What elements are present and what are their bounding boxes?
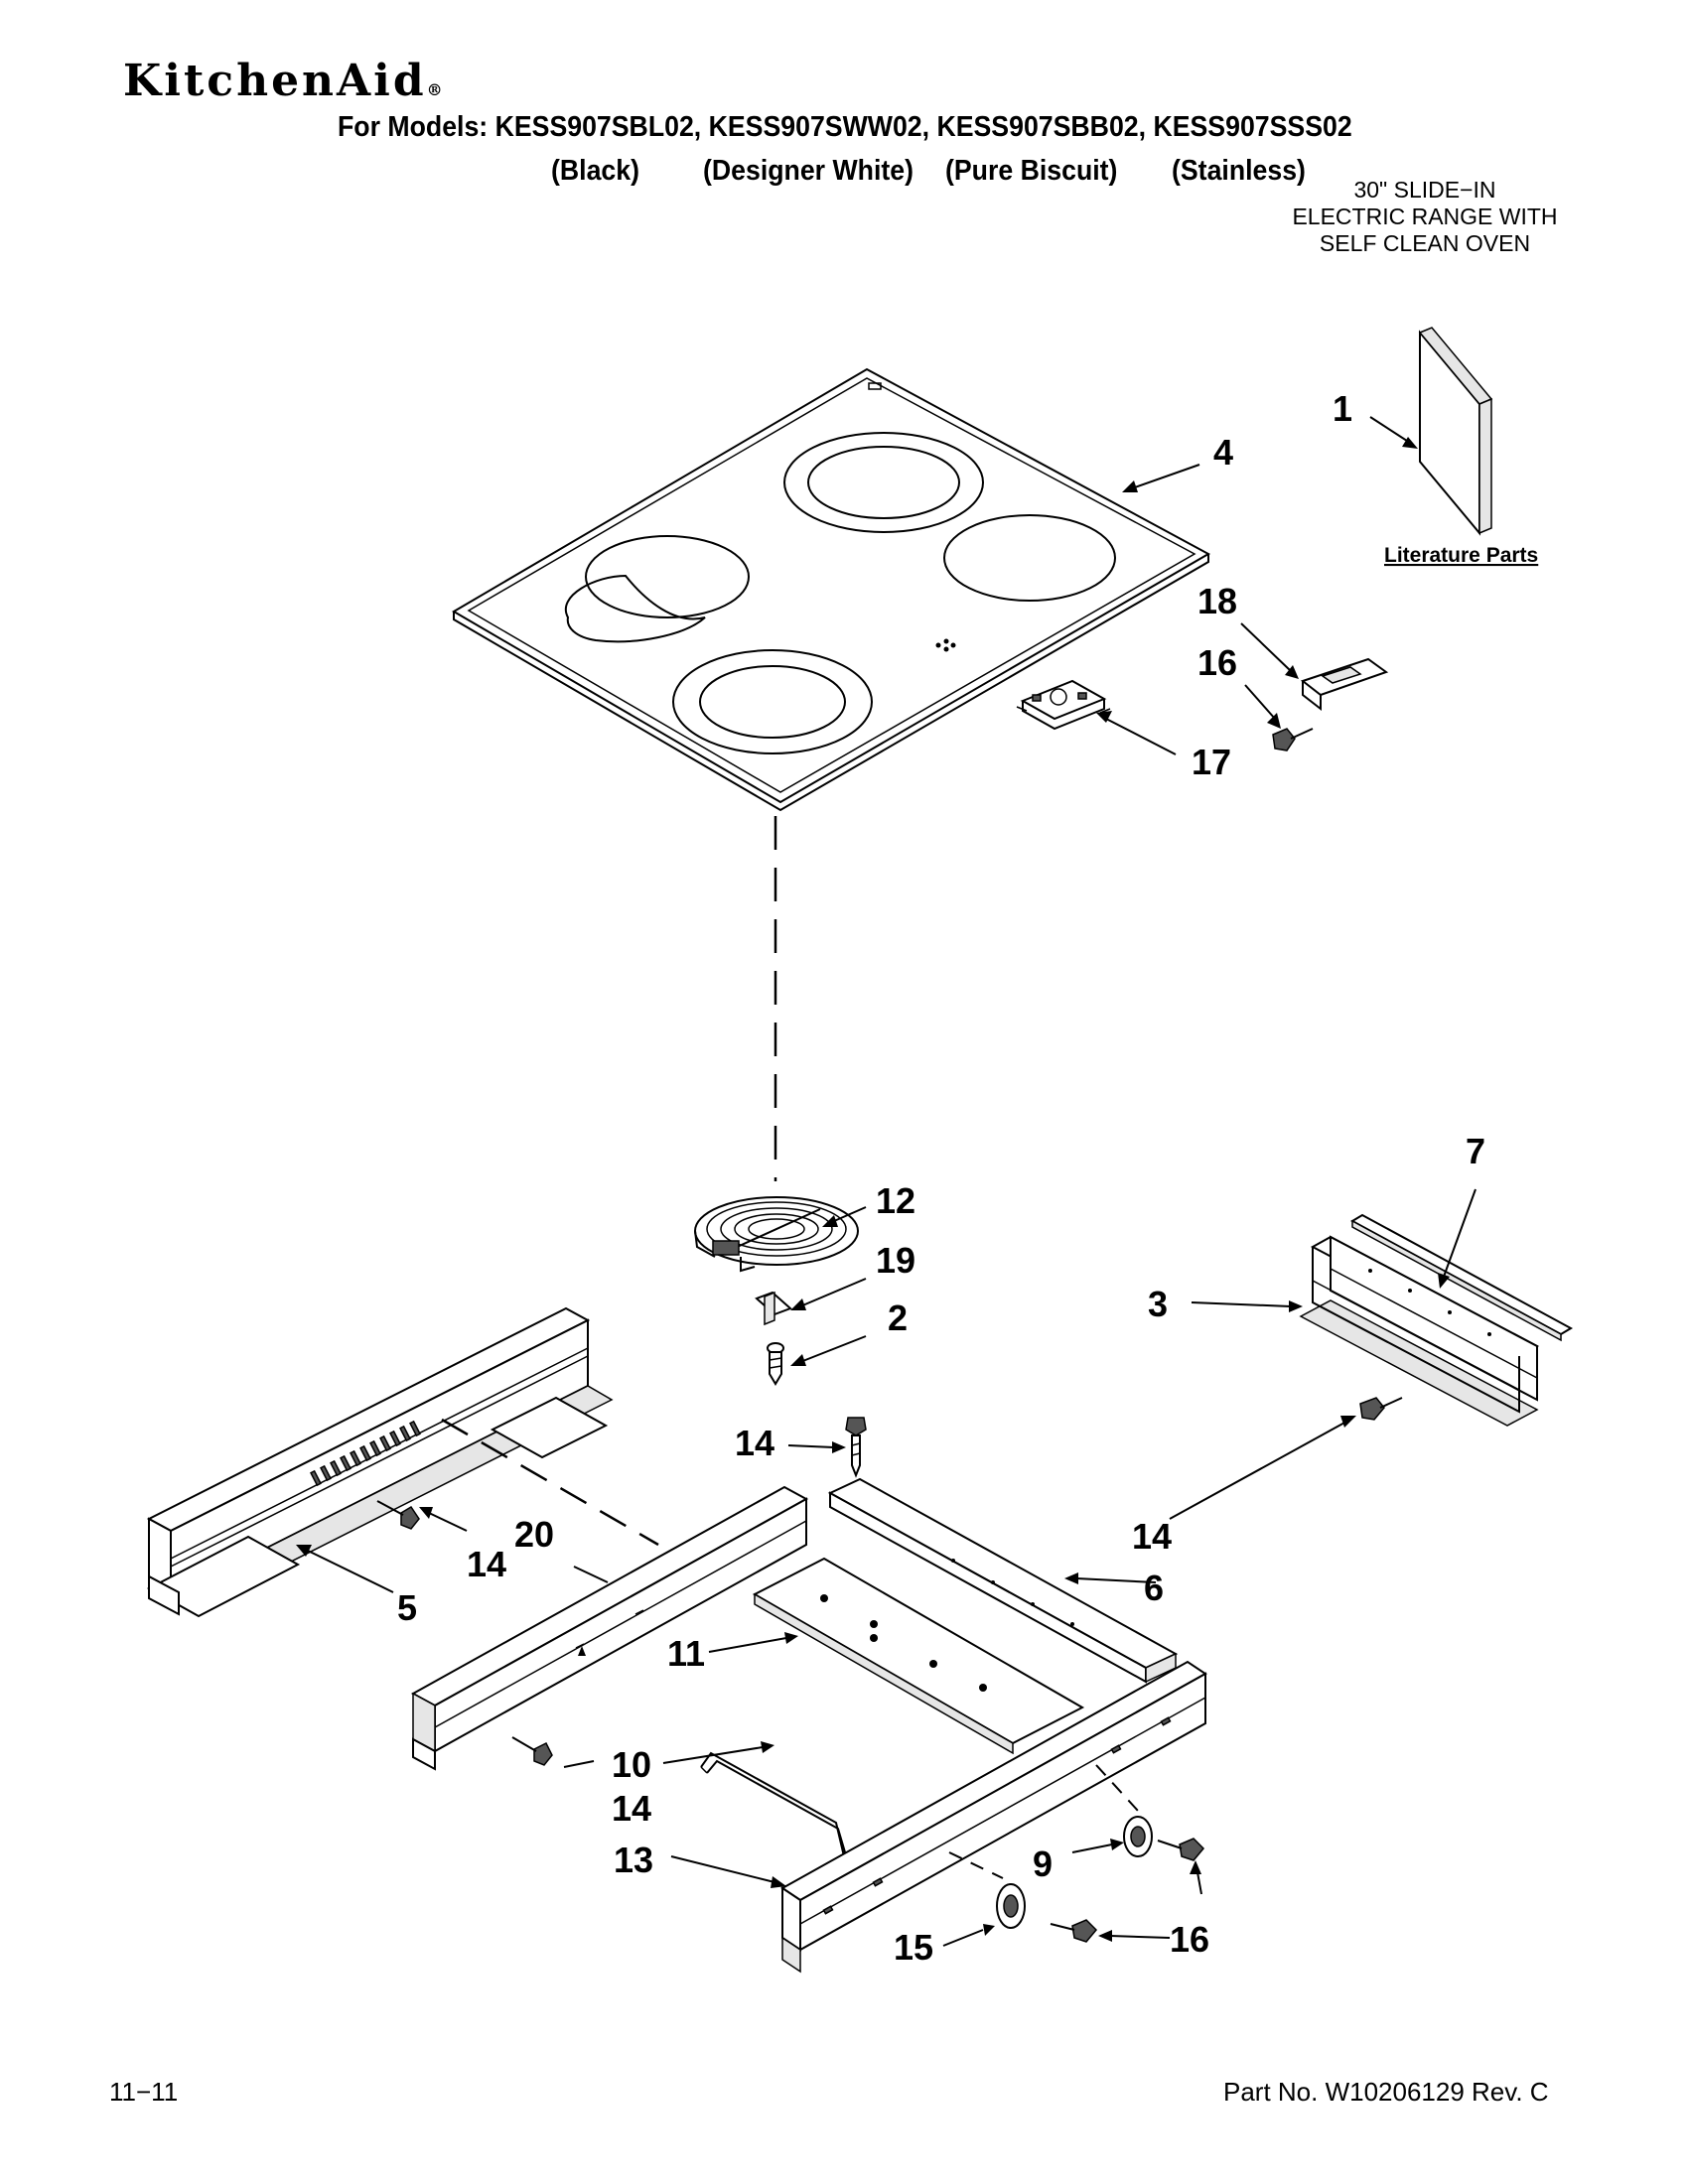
heat-shield-part-11	[752, 1557, 1085, 1755]
screw-part-14-lower	[511, 1736, 553, 1766]
models-line: For Models: KESS907SBL02, KESS907SWW02, …	[338, 111, 1352, 143]
bracket-part-18	[1300, 657, 1389, 712]
brand-logo: KitchenAid®	[123, 56, 443, 106]
callout-3: 3	[1148, 1284, 1168, 1324]
callout-4: 4	[1213, 432, 1233, 473]
footer-date: 11−11	[109, 2077, 179, 2107]
leader-lines	[296, 416, 1477, 1947]
callout-6: 6	[1144, 1568, 1164, 1608]
literature-booklet	[1418, 327, 1493, 536]
seal-strip-part-7	[1349, 1213, 1574, 1342]
leveling-leg-part-9	[1123, 1816, 1153, 1857]
color-pure-biscuit: (Pure Biscuit)	[945, 155, 1118, 187]
surface-element-part-12	[694, 1196, 859, 1273]
color-stainless: (Stainless)	[1172, 155, 1306, 187]
callout-10: 10	[612, 1744, 651, 1785]
color-black: (Black)	[551, 155, 639, 187]
callout-9: 9	[1033, 1843, 1053, 1884]
clip-part-19	[755, 1291, 792, 1326]
callout-14-left: 14	[467, 1544, 506, 1584]
bottom-rail-part-13	[780, 1660, 1207, 1974]
screw-part-2	[767, 1342, 784, 1386]
product-line-1: 30" SLIDE−IN	[1353, 177, 1496, 203]
callout-17: 17	[1192, 742, 1231, 782]
cooktop-glass	[452, 367, 1211, 812]
callout-18: 18	[1197, 581, 1237, 621]
callout-2: 2	[888, 1297, 908, 1338]
callout-5: 5	[397, 1587, 417, 1628]
screw-part-16-bottom	[1050, 1838, 1205, 1943]
product-line-2: ELECTRIC RANGE WITH	[1292, 204, 1558, 229]
screw-part-14-left	[376, 1500, 420, 1530]
callout-1: 1	[1333, 388, 1352, 429]
footer-part-number: Part No. W10206129 Rev. C	[1223, 2077, 1549, 2107]
callout-20: 20	[514, 1514, 554, 1555]
screw-part-16-top	[1272, 728, 1314, 751]
terminal-block-part-17	[1016, 679, 1111, 731]
callout-13: 13	[614, 1840, 653, 1880]
screw-part-14-center	[845, 1417, 867, 1478]
literature-parts-label: Literature Parts	[1384, 544, 1538, 567]
callout-19: 19	[876, 1240, 915, 1281]
callout-14-lower: 14	[612, 1788, 651, 1829]
screw-part-14-right	[1359, 1397, 1403, 1421]
callout-16-top: 16	[1197, 642, 1237, 683]
bracket-part-10	[700, 1751, 849, 1863]
front-rail-part-20	[410, 1485, 809, 1771]
color-designer-white: (Designer White)	[703, 155, 914, 187]
callout-14-center: 14	[735, 1423, 774, 1463]
callout-12: 12	[876, 1180, 915, 1221]
side-rail-part-5	[146, 1306, 614, 1618]
callout-14-right: 14	[1132, 1516, 1172, 1557]
rear-channel-part-3	[1299, 1235, 1540, 1427]
callout-15: 15	[894, 1927, 933, 1968]
vent-slots	[310, 1420, 421, 1487]
product-line-3: SELF CLEAN OVEN	[1319, 230, 1531, 256]
callout-11: 11	[667, 1633, 705, 1674]
callout-7: 7	[1466, 1131, 1485, 1171]
crossbar-part-6	[827, 1477, 1179, 1684]
leveling-leg-part-15	[996, 1883, 1026, 1929]
callout-16-bottom: 16	[1170, 1919, 1209, 1960]
